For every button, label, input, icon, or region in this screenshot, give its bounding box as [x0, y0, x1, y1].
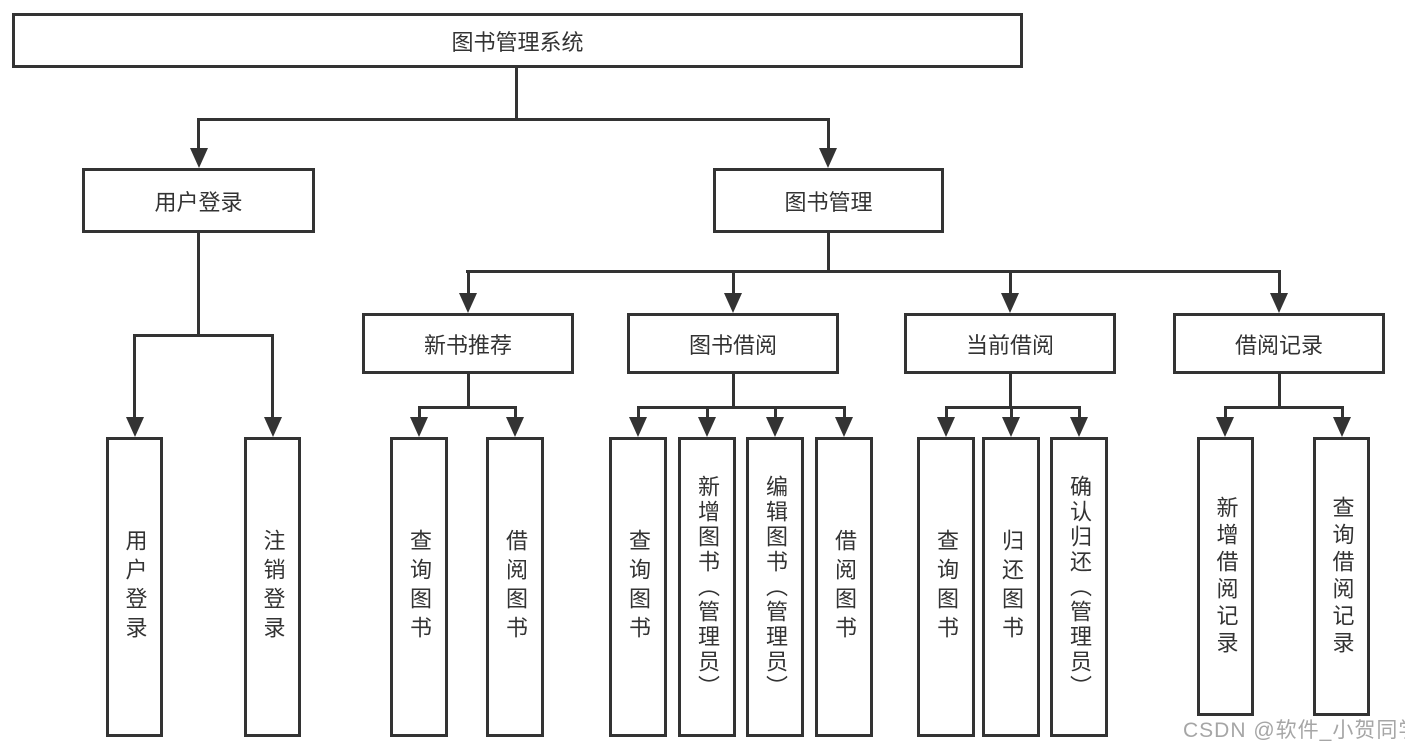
- node-root-library-system: 图书管理系统: [12, 13, 1023, 68]
- node-book-management: 图书管理: [713, 168, 944, 233]
- connector-borrow-records-stem: [1277, 374, 1281, 409]
- connector-drop-nb-query: [417, 409, 421, 418]
- arrowhead-book-borrow: [724, 293, 742, 313]
- connector-current-borrow-bar: [944, 406, 1081, 409]
- leaf-bb-add-books-admin-label: 新增图书（管理员）: [695, 474, 720, 700]
- leaf-bb-query-books: 查询图书: [609, 437, 667, 737]
- arrowhead-user-login: [190, 148, 208, 168]
- connector-drop-leaf-user-login: [133, 337, 136, 419]
- leaf-cb-confirm-return-admin-label: 确认归还（管理员）: [1067, 474, 1092, 700]
- arrowhead-br-add: [1216, 417, 1234, 437]
- node-borrow-records: 借阅记录: [1173, 313, 1385, 374]
- arrowhead-current-borrow: [1001, 293, 1019, 313]
- leaf-bb-edit-books-admin: 编辑图书（管理员）: [746, 437, 804, 737]
- node-current-borrow: 当前借阅: [904, 313, 1116, 374]
- arrowhead-new-book: [459, 293, 477, 313]
- arrowhead-cb-return: [1002, 417, 1020, 437]
- leaf-user-login-label: 用户登录: [122, 529, 148, 645]
- leaf-br-query-record-label: 查询借阅记录: [1329, 495, 1355, 658]
- leaf-bb-add-books-admin: 新增图书（管理员）: [678, 437, 736, 737]
- connector-drop-leaf-logout: [271, 337, 274, 419]
- connector-new-book-stem: [466, 374, 470, 409]
- csdn-watermark: CSDN @软件_小贺同学: [1183, 719, 1405, 742]
- connector-drop-current-borrow: [1008, 273, 1012, 295]
- leaf-br-add-record-label: 新增借阅记录: [1213, 495, 1239, 658]
- connector-drop-bb-query: [636, 409, 640, 418]
- connector-drop-user-login: [197, 121, 200, 150]
- connector-root-stem: [515, 68, 518, 121]
- node-new-book-recommend-label: 新书推荐: [423, 332, 512, 358]
- leaf-br-add-record: 新增借阅记录: [1197, 437, 1254, 716]
- arrowhead-leaf-logout: [263, 417, 282, 437]
- leaf-bb-borrow-books: 借阅图书: [815, 437, 873, 737]
- connector-drop-book-borrow: [731, 273, 735, 295]
- arrowhead-cb-confirm: [1070, 417, 1088, 437]
- node-user-login-label: 用户登录: [154, 189, 243, 215]
- arrowhead-bb-query: [629, 417, 647, 437]
- leaf-nb-query-books: 查询图书: [390, 437, 448, 737]
- connector-level2-bar: [197, 118, 830, 121]
- node-root-label: 图书管理系统: [451, 29, 584, 55]
- arrowhead-bb-add: [698, 417, 716, 437]
- arrowhead-nb-query: [410, 417, 428, 437]
- connector-drop-nb-borrow: [513, 409, 517, 418]
- leaf-cb-query-books-label: 查询图书: [934, 529, 959, 645]
- node-user-login: 用户登录: [82, 168, 315, 233]
- arrowhead-bb-borrow: [835, 417, 853, 437]
- leaf-cb-query-books: 查询图书: [917, 437, 975, 737]
- leaf-cb-return-books: 归还图书: [982, 437, 1040, 737]
- connector-drop-br-query: [1340, 409, 1344, 418]
- arrowhead-borrow-records: [1270, 293, 1288, 313]
- connector-book-management-stem: [827, 233, 830, 273]
- leaf-logout-label: 注销登录: [260, 529, 286, 645]
- connector-new-book-bar: [417, 406, 517, 409]
- connector-borrow-records-bar: [1223, 406, 1344, 409]
- arrowhead-leaf-user-login: [125, 417, 144, 437]
- connector-drop-borrow-records: [1277, 273, 1281, 295]
- connector-level3-bar: [466, 270, 1281, 273]
- leaf-br-query-record: 查询借阅记录: [1313, 437, 1370, 716]
- connector-user-login-stem: [197, 233, 200, 336]
- connector-current-borrow-stem: [1008, 374, 1012, 409]
- node-book-borrow-label: 图书借阅: [688, 332, 777, 358]
- node-borrow-records-label: 借阅记录: [1234, 332, 1323, 358]
- connector-drop-cb-confirm: [1077, 409, 1081, 418]
- connector-drop-bb-add: [705, 409, 709, 418]
- connector-drop-bb-borrow: [842, 409, 846, 418]
- node-book-management-label: 图书管理: [784, 189, 873, 215]
- leaf-cb-confirm-return-admin: 确认归还（管理员）: [1050, 437, 1108, 737]
- leaf-logout: 注销登录: [244, 437, 301, 737]
- connector-book-borrow-stem: [731, 374, 735, 409]
- leaf-user-login: 用户登录: [106, 437, 163, 737]
- leaf-bb-borrow-books-label: 借阅图书: [832, 529, 857, 645]
- leaf-bb-edit-books-admin-label: 编辑图书（管理员）: [763, 474, 788, 700]
- connector-user-login-bar: [133, 334, 274, 337]
- arrowhead-cb-query: [937, 417, 955, 437]
- connector-drop-br-add: [1223, 409, 1227, 418]
- leaf-nb-borrow-books: 借阅图书: [486, 437, 544, 737]
- arrowhead-br-query: [1333, 417, 1351, 437]
- leaf-bb-query-books-label: 查询图书: [626, 529, 651, 645]
- connector-drop-new-book: [466, 273, 470, 295]
- arrowhead-nb-borrow: [506, 417, 524, 437]
- leaf-nb-query-books-label: 查询图书: [407, 529, 432, 645]
- leaf-cb-return-books-label: 归还图书: [999, 529, 1024, 645]
- node-new-book-recommend: 新书推荐: [362, 313, 574, 374]
- node-current-borrow-label: 当前借阅: [965, 332, 1054, 358]
- connector-drop-cb-query: [944, 409, 948, 418]
- connector-drop-cb-return: [1009, 409, 1013, 418]
- leaf-nb-borrow-books-label: 借阅图书: [503, 529, 528, 645]
- arrowhead-bb-edit: [766, 417, 784, 437]
- connector-drop-bb-edit: [773, 409, 777, 418]
- connector-drop-book-management: [827, 121, 830, 150]
- connector-book-borrow-bar: [636, 406, 846, 409]
- arrowhead-book-management: [819, 148, 837, 168]
- node-book-borrow: 图书借阅: [627, 313, 839, 374]
